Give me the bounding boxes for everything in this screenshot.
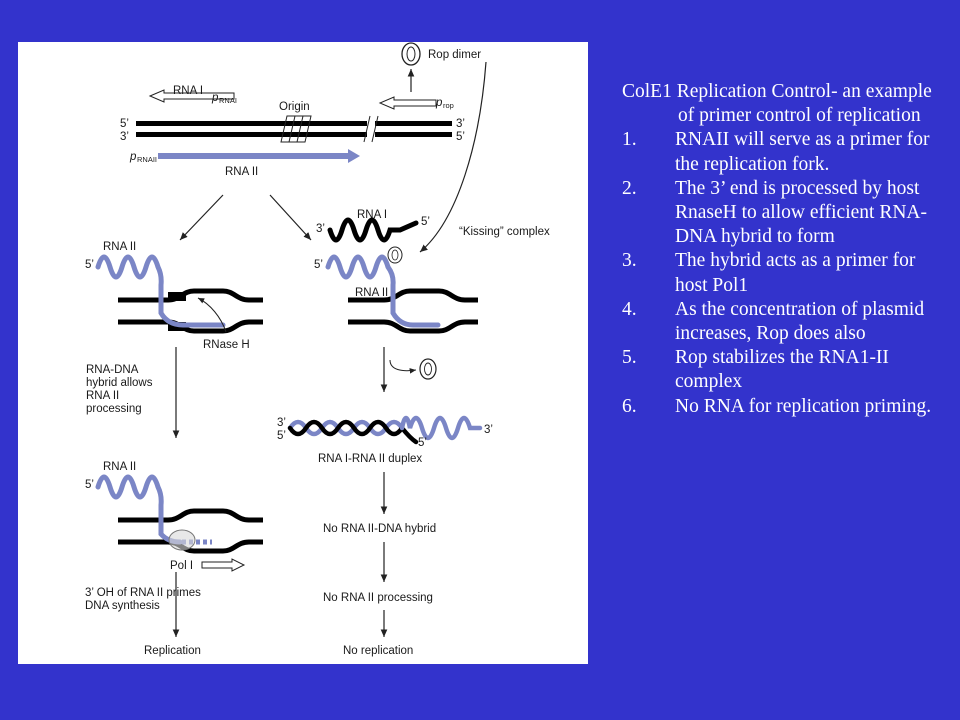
p-rna1-subscript: RNAI	[219, 96, 237, 105]
caption-item-text: The hybrid acts as a primer for host Pol…	[675, 250, 916, 296]
dna-5prime-right: 5’	[456, 131, 465, 143]
caption-item: 5. Rop stabilizes the RNA1-II complex	[622, 346, 952, 394]
p-rna2-subscript: RNAII	[137, 155, 157, 164]
arrow-right-path	[269, 194, 312, 241]
rop-to-kissing-arrow	[419, 61, 487, 253]
duplex-rna2-tail	[399, 415, 483, 441]
caption-list: 1. RNAII will serve as a primer for the r…	[622, 128, 952, 418]
arrow-left-path	[179, 194, 224, 241]
no-replication-label: No replication	[343, 645, 413, 657]
plasmid-dna	[136, 115, 452, 143]
rop-dimer-released-icon	[419, 358, 437, 380]
pol1-label: Pol I	[170, 560, 193, 572]
rna2-5prime-left1: 5’	[85, 259, 94, 271]
rna1-3prime: 3’	[316, 223, 325, 235]
duplex-rna1	[287, 419, 419, 445]
pol1-enzyme-icon	[168, 529, 196, 551]
rna1-label-right: RNA I	[357, 209, 387, 221]
caption-item-number: 1.	[622, 129, 637, 151]
oh-note-line2: DNA synthesis	[85, 600, 160, 612]
rna2-5prime-left2: 5’	[85, 479, 94, 491]
caption-title: ColE1 Replication Control- an example of…	[622, 81, 932, 127]
caption-item-text: As the concentration of plasmid increase…	[675, 298, 925, 345]
caption-item: 2. The 3’ end is processed by host RnaseH…	[622, 177, 952, 250]
caption-item: 6. No RNA for replication priming.	[622, 395, 952, 419]
caption-item-number: 6.	[622, 395, 637, 417]
rnase-h-label: RNase H	[203, 339, 250, 351]
rop-dimer-icon	[401, 42, 421, 66]
duplex-3prime-right: 3’	[484, 424, 493, 436]
caption-item-number: 5.	[622, 347, 637, 369]
rna2-strand-left1	[95, 254, 226, 328]
rop-dimer-label: Rop dimer	[428, 49, 481, 61]
rna-dna-note-line3: RNA II	[86, 390, 119, 402]
rna2-label-right: RNA II	[355, 287, 388, 299]
caption-item: 3. The hybrid acts as a primer for host P…	[622, 249, 952, 297]
rna-dna-note-line4: processing	[86, 403, 142, 415]
rna2-strand-left2	[95, 474, 183, 545]
p-rna1-label: p	[211, 92, 219, 104]
pol1-direction-arrow	[201, 558, 246, 572]
origin-label: Origin	[279, 101, 310, 113]
caption-text: ColE1 Replication Control- an example of…	[622, 80, 952, 419]
no-processing-label: No RNA II processing	[323, 592, 433, 604]
dna-3prime-left: 3’	[120, 131, 129, 143]
caption-item-text: Rop stabilizes the RNA1-II complex	[675, 347, 889, 393]
rna2-label-top: RNA II	[225, 166, 258, 178]
duplex-label: RNA I-RNA II duplex	[318, 453, 422, 465]
caption-item-text: No RNA for replication priming.	[675, 395, 932, 417]
kissing-complex-label: “Kissing” complex	[459, 226, 550, 238]
caption-item-number: 2.	[622, 177, 637, 199]
oh-note-line1: 3’ OH of RNA II primes	[85, 587, 201, 599]
rna2-label-left2: RNA II	[103, 461, 136, 473]
rna1-label: RNA I	[173, 85, 203, 97]
rop-dimer-bound-icon	[387, 246, 403, 264]
caption-item-number: 4.	[622, 298, 637, 320]
rna-dna-note-line2: hybrid allows	[86, 377, 153, 389]
rna-dna-note-line1: RNA-DNA	[86, 364, 139, 376]
duplex-5prime-left: 5’	[277, 430, 286, 442]
colE1-diagram: Rop dimer RNA I p RNAI p rop Origin 5’ 3…	[85, 42, 550, 657]
p-rna2-label: p	[129, 151, 137, 163]
dna-5prime-left: 5’	[120, 118, 129, 130]
replication-label: Replication	[144, 645, 201, 657]
p-rna1-arrow	[148, 89, 235, 103]
no-hybrid-label: No RNA II-DNA hybrid	[323, 523, 436, 535]
rna2-5prime-right: 5’	[314, 259, 323, 271]
rna1-5prime: 5’	[421, 216, 430, 228]
p-rop-subscript: rop	[443, 101, 454, 110]
colE1-diagram-panel: Rop dimer RNA I p RNAI p rop Origin 5’ 3…	[18, 42, 588, 664]
duplex-5prime-right: 5’	[418, 437, 427, 449]
rna2-transcript-head	[348, 149, 360, 163]
caption-item: 1. RNAII will serve as a primer for the r…	[622, 128, 952, 176]
caption-item-text: The 3’ end is processed by host RnaseH t…	[675, 177, 927, 248]
rna1-strand	[327, 217, 419, 243]
duplex-3prime-left: 3’	[277, 417, 286, 429]
p-rop-arrow	[378, 96, 437, 110]
rop-release-arrow	[389, 359, 417, 374]
caption-item-number: 3.	[622, 250, 637, 272]
rna2-strand-right	[325, 254, 441, 328]
caption-item-text: RNAII will serve as a primer for the rep…	[675, 129, 930, 175]
p-rop-label: p	[435, 97, 443, 109]
caption-item: 4. As the concentration of plasmid increa…	[622, 298, 952, 346]
rna2-label-left1: RNA II	[103, 241, 136, 253]
rnase-h-pointer	[197, 297, 227, 333]
dna-3prime-right: 3’	[456, 118, 465, 130]
